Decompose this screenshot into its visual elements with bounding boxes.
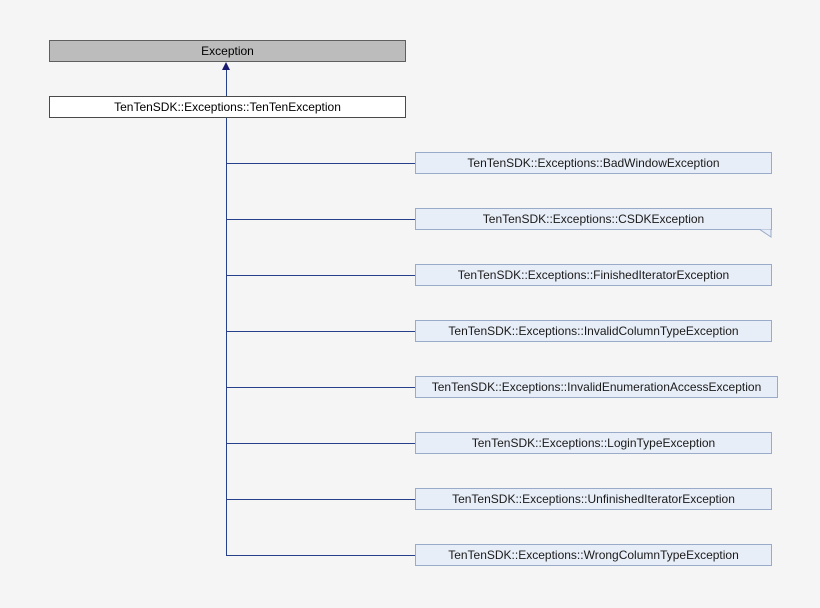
connector-line [226, 275, 415, 276]
connector-line [226, 443, 415, 444]
class-node-child[interactable]: TenTenSDK::Exceptions::WrongColumnTypeEx… [415, 544, 772, 566]
class-node-child[interactable]: TenTenSDK::Exceptions::LoginTypeExceptio… [415, 432, 772, 454]
class-node-base[interactable]: TenTenSDK::Exceptions::TenTenException [49, 96, 406, 118]
class-node-root: Exception [49, 40, 406, 62]
class-node-child[interactable]: TenTenSDK::Exceptions::CSDKException [415, 208, 772, 230]
connector-line [226, 219, 415, 220]
class-node-child[interactable]: TenTenSDK::Exceptions::InvalidColumnType… [415, 320, 772, 342]
connector-line [226, 555, 415, 556]
class-node-child[interactable]: TenTenSDK::Exceptions::UnfinishedIterato… [415, 488, 772, 510]
connector-line [226, 118, 227, 555]
truncated-subtree-marker-icon [758, 229, 772, 238]
connector-line [226, 163, 415, 164]
class-node-child[interactable]: TenTenSDK::Exceptions::InvalidEnumeratio… [415, 376, 778, 398]
inheritance-arrow [222, 62, 230, 70]
connector-line [226, 331, 415, 332]
class-node-child[interactable]: TenTenSDK::Exceptions::BadWindowExceptio… [415, 152, 772, 174]
class-node-child[interactable]: TenTenSDK::Exceptions::FinishedIteratorE… [415, 264, 772, 286]
connector-line [226, 387, 415, 388]
connector-line [226, 68, 227, 96]
connector-line [226, 499, 415, 500]
